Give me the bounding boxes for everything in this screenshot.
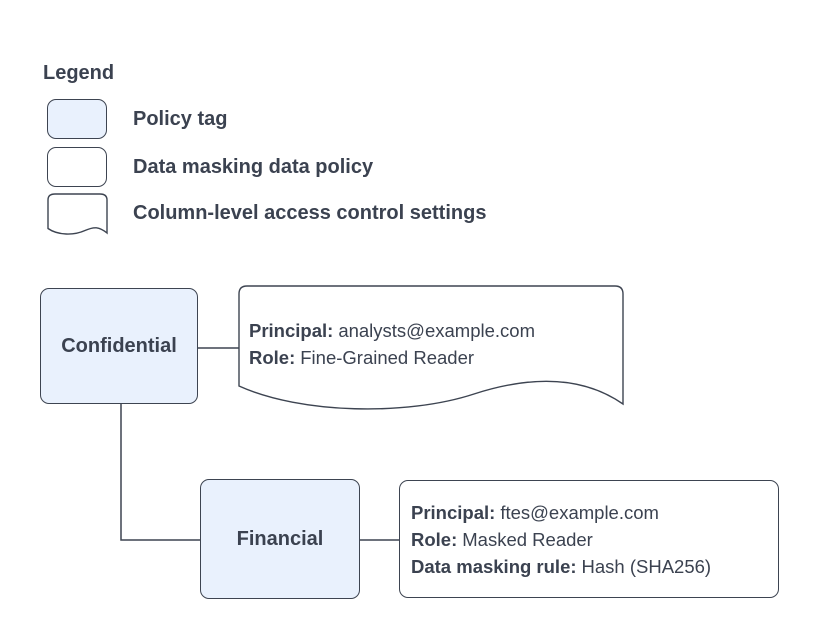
role-value: Fine-Grained Reader — [300, 347, 475, 368]
legend-access-control-label: Column-level access control settings — [133, 202, 487, 224]
legend-policy-tag-swatch — [47, 99, 107, 139]
role-label: Role: — [249, 347, 296, 368]
role-value: Masked Reader — [462, 528, 593, 550]
principal-line: Principal:analysts@example.com — [249, 317, 535, 344]
principal-value: ftes@example.com — [500, 501, 659, 523]
policy-tag-node-confidential: Confidential — [40, 288, 198, 404]
legend-title: Legend — [43, 62, 115, 84]
connector-confidential-to-financial — [120, 404, 201, 541]
legend-document-swatch — [47, 193, 108, 235]
access-settings-document-text: Principal:analysts@example.com Role:Fine… — [249, 317, 535, 371]
principal-label: Principal: — [411, 501, 496, 523]
role-line: Role:Fine-Grained Reader — [249, 344, 535, 371]
data-masking-policy-box: Principal:ftes@example.com Role:Masked R… — [399, 480, 779, 598]
policy-tag-node-label: Confidential — [61, 334, 177, 357]
masking-rule-line: Data masking rule:Hash (SHA256) — [411, 553, 778, 580]
legend-data-policy-label: Data masking data policy — [133, 156, 374, 178]
principal-label: Principal: — [249, 320, 334, 341]
access-settings-document-shape — [238, 285, 624, 410]
masking-rule-value: Hash (SHA256) — [581, 555, 712, 577]
principal-value: analysts@example.com — [338, 320, 535, 341]
policy-tag-node-financial: Financial — [200, 479, 360, 599]
role-line: Role:Masked Reader — [411, 526, 778, 553]
legend-policy-tag-label: Policy tag — [133, 108, 228, 130]
masking-rule-label: Data masking rule: — [411, 555, 577, 577]
policy-tag-node-label: Financial — [236, 527, 324, 550]
role-label: Role: — [411, 528, 458, 550]
principal-line: Principal:ftes@example.com — [411, 499, 778, 526]
legend-data-policy-swatch — [47, 147, 107, 187]
